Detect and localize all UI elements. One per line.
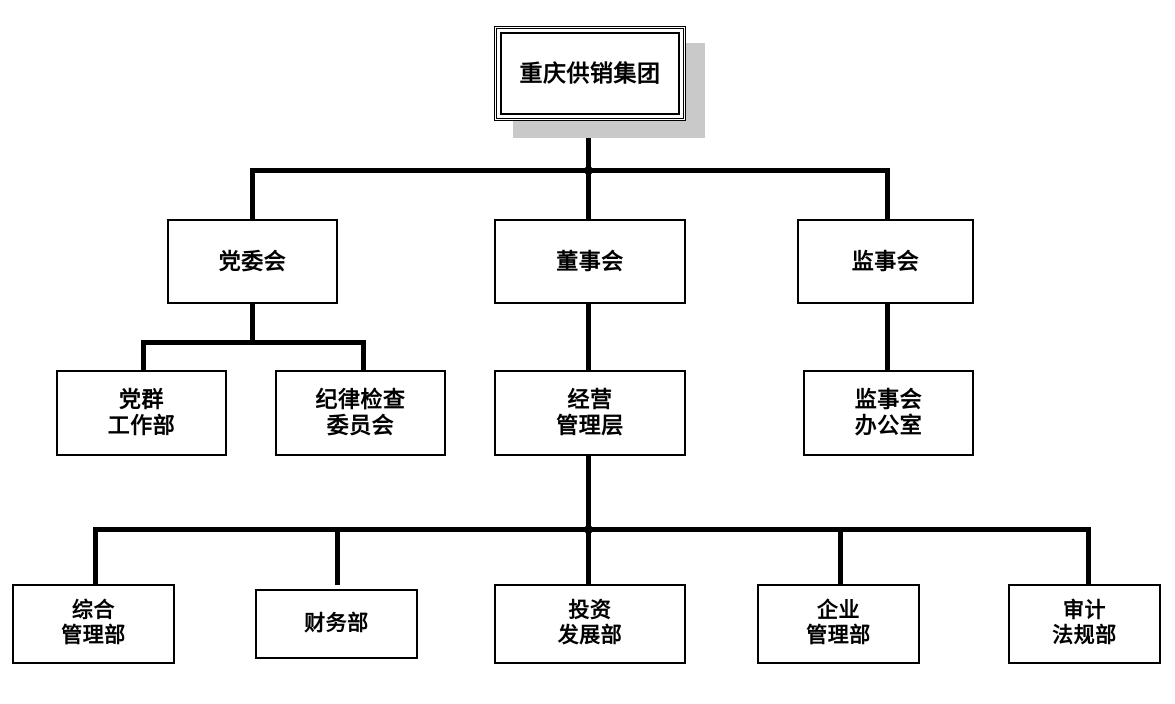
root-inner-frame: 重庆供销集团 bbox=[500, 32, 680, 115]
node-board-of-directors[interactable]: 董事会 bbox=[494, 219, 686, 304]
connector-drop-audit-regulation-dept bbox=[1086, 527, 1091, 585]
connector-root-stem bbox=[586, 121, 591, 173]
node-investment-development-dept[interactable]: 投资 发展部 bbox=[494, 584, 686, 664]
connector-supervisors-to-office bbox=[885, 304, 890, 372]
connector-drop-enterprise-mgmt-dept bbox=[838, 527, 843, 585]
node-discipline-inspection-committee-label: 纪律检查 委员会 bbox=[315, 387, 406, 438]
connector-drop-finance-dept bbox=[335, 527, 340, 585]
connector-drop-board-directors bbox=[586, 168, 591, 221]
connector-drop-party-mass-dept bbox=[141, 340, 146, 372]
connector-drop-discipline-committee bbox=[361, 340, 366, 372]
node-enterprise-management-dept[interactable]: 企业 管理部 bbox=[757, 584, 920, 664]
connector-directors-to-management bbox=[586, 304, 591, 372]
node-party-committee[interactable]: 党委会 bbox=[167, 219, 338, 304]
connector-drop-board-supervisors bbox=[885, 168, 890, 221]
connector-drop-general-mgmt-dept bbox=[93, 527, 98, 585]
node-investment-development-dept-label: 投资 发展部 bbox=[557, 599, 623, 647]
node-board-of-directors-label: 董事会 bbox=[556, 248, 624, 274]
node-audit-regulation-dept-label: 审计 法规部 bbox=[1052, 599, 1117, 647]
node-enterprise-management-dept-label: 企业 管理部 bbox=[806, 599, 871, 647]
node-root[interactable]: 重庆供销集团 bbox=[494, 26, 686, 121]
connector-drop-party-committee bbox=[250, 168, 255, 221]
connector-drop-investment-dept bbox=[586, 527, 591, 585]
node-supervisors-office-label: 监事会 办公室 bbox=[854, 387, 923, 438]
node-party-mass-work-dept-label: 党群 工作部 bbox=[107, 387, 176, 438]
node-audit-regulation-dept[interactable]: 审计 法规部 bbox=[1008, 584, 1161, 664]
node-party-committee-label: 党委会 bbox=[218, 248, 287, 274]
node-board-of-supervisors-label: 监事会 bbox=[851, 248, 920, 274]
node-general-management-dept[interactable]: 综合 管理部 bbox=[12, 584, 175, 664]
node-discipline-inspection-committee[interactable]: 纪律检查 委员会 bbox=[275, 370, 446, 456]
connector-management-stem bbox=[586, 456, 591, 532]
node-management-layer-label: 经营 管理层 bbox=[556, 387, 624, 438]
node-root-label: 重庆供销集团 bbox=[519, 59, 661, 86]
connector-party-committee-stem bbox=[250, 304, 255, 344]
node-finance-dept-label: 财务部 bbox=[304, 611, 369, 635]
node-general-management-dept-label: 综合 管理部 bbox=[61, 599, 126, 647]
connector-level3-left-bus bbox=[141, 340, 366, 345]
node-party-mass-work-dept[interactable]: 党群 工作部 bbox=[56, 370, 227, 456]
node-board-of-supervisors[interactable]: 监事会 bbox=[797, 219, 974, 304]
node-supervisors-office[interactable]: 监事会 办公室 bbox=[803, 370, 974, 456]
connector-level2-bus bbox=[250, 168, 890, 173]
node-management-layer[interactable]: 经营 管理层 bbox=[494, 370, 686, 456]
node-finance-dept[interactable]: 财务部 bbox=[255, 589, 418, 659]
